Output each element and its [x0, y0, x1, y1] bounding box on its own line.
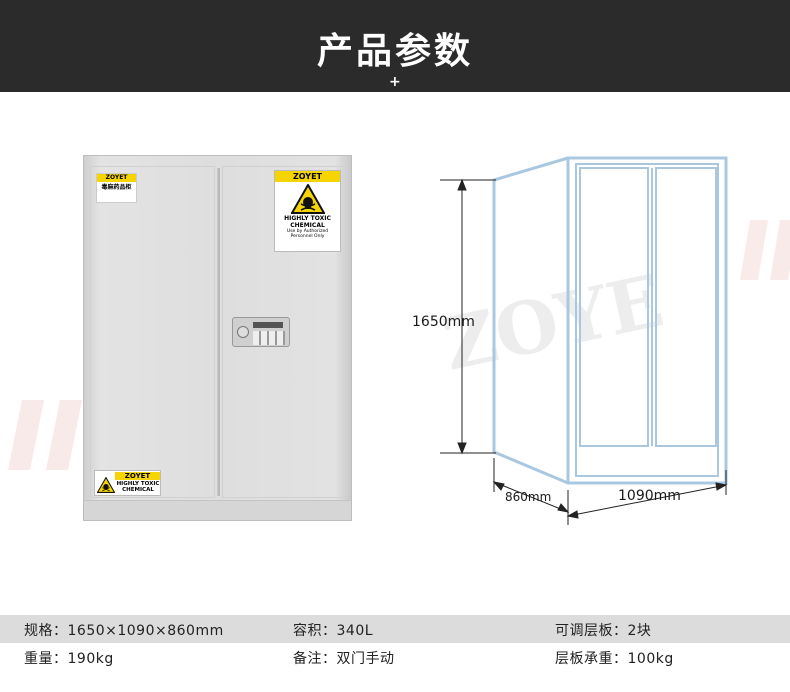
spec-remark: 备注：双门手动	[293, 651, 395, 667]
dimension-diagram	[440, 156, 728, 525]
lock-knob-icon	[237, 326, 249, 338]
label-brand: ZOYET	[97, 174, 136, 182]
front-face	[566, 156, 728, 485]
digital-lock	[232, 317, 290, 347]
right-door-outline	[655, 167, 717, 447]
cabinet-photo: ZOYET 毒麻药品柜 ZOYET HIGHLY TOXIC CHEMICAL …	[83, 155, 352, 521]
spec-table: 规格：1650×1090×860mm 容积：340L 可调层板：2块 重量：19…	[0, 615, 790, 692]
lock-screen	[253, 322, 283, 328]
door-split	[217, 168, 220, 496]
header-bar: 产品参数 +	[0, 0, 790, 92]
label-title: 毒麻药品柜	[101, 184, 132, 191]
cabinet-base	[84, 500, 351, 520]
spec-weight: 重量：190kg	[24, 651, 114, 667]
label-line1: HIGHLY TOXIC	[284, 215, 331, 222]
label-line3: Use by Authorized	[286, 229, 329, 234]
right-door	[222, 166, 347, 498]
left-door-outline	[579, 167, 649, 447]
spec-size: 规格：1650×1090×860mm	[24, 623, 224, 639]
label-brand: ZOYET	[115, 472, 160, 480]
height-dimension-label: 1650mm	[412, 314, 475, 330]
left-door	[90, 166, 215, 498]
label-line2: CHEMICAL	[290, 222, 325, 229]
lock-keypad	[253, 331, 285, 345]
skull-warning-icon	[290, 184, 325, 214]
spec-shelf-load: 层板承重：100kg	[555, 651, 674, 667]
side-face	[492, 156, 569, 485]
page-title: 产品参数	[316, 31, 473, 72]
depth-dimension-label: 860mm	[505, 490, 552, 504]
cabinet-label-small: ZOYET 毒麻药品柜	[96, 173, 137, 203]
cabinet-label-big: ZOYET HIGHLY TOXIC CHEMICAL Use by Autho…	[274, 170, 341, 252]
label-line4: Personnel Only	[290, 234, 325, 239]
label-line1: HIGHLY TOXIC CHEMICAL	[116, 481, 160, 493]
width-dimension-label: 1090mm	[618, 488, 681, 504]
spec-shelves: 可调层板：2块	[555, 623, 652, 639]
plus-icon: +	[389, 74, 401, 90]
skull-warning-icon	[97, 477, 115, 493]
inner-frame	[575, 163, 719, 477]
spec-row: 重量：190kg 备注：双门手动 层板承重：100kg	[0, 643, 790, 671]
label-brand: ZOYET	[275, 171, 340, 182]
cabinet-label-bottom: ZOYET HIGHLY TOXIC CHEMICAL	[94, 470, 161, 496]
spec-row: 规格：1650×1090×860mm 容积：340L 可调层板：2块	[0, 615, 790, 643]
spec-volume: 容积：340L	[293, 623, 374, 639]
